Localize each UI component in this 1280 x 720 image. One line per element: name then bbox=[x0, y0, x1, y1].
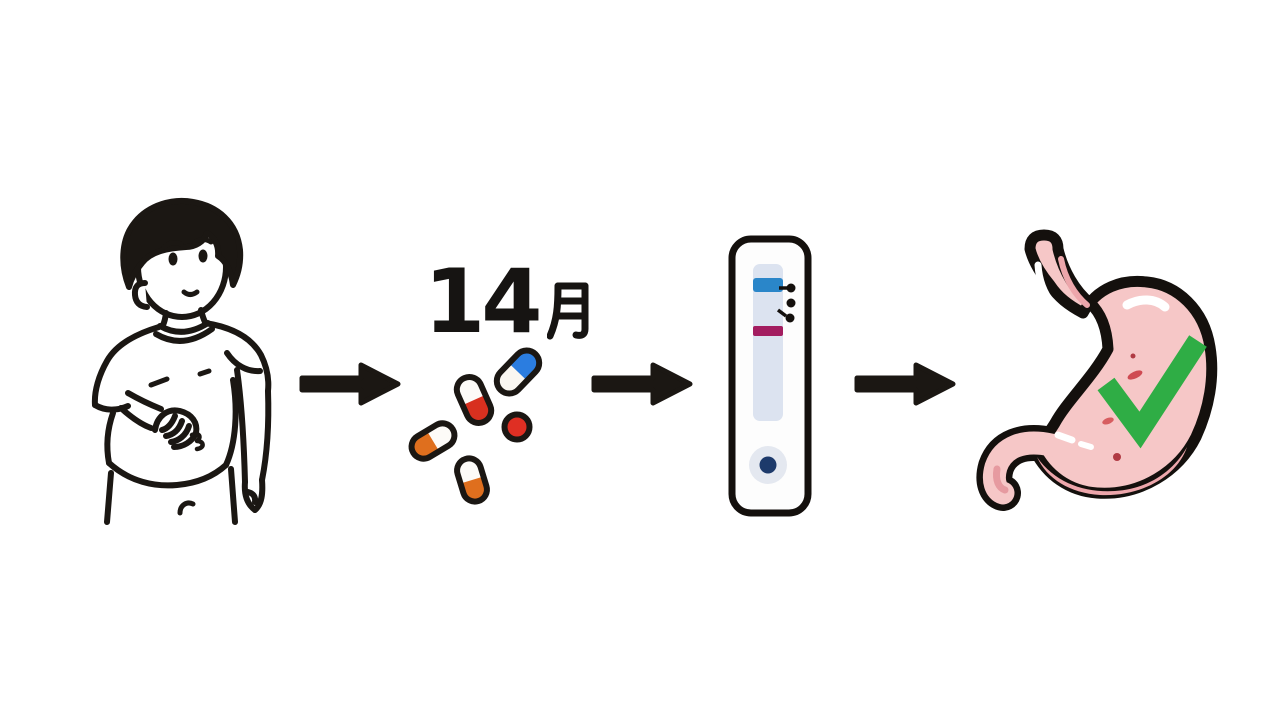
stomach-checkmark-icon bbox=[965, 225, 1235, 515]
treatment-duration: 14 bbox=[424, 258, 593, 346]
spots bbox=[1102, 353, 1143, 461]
test-strip bbox=[753, 264, 783, 421]
duration-number: 14 bbox=[424, 250, 542, 353]
capsule-blue-white-icon bbox=[493, 347, 543, 397]
capsule-red-white-icon bbox=[453, 373, 495, 427]
round-pill-red-icon bbox=[501, 411, 533, 443]
right-arrow-icon bbox=[853, 361, 957, 407]
right-arrow-icon bbox=[298, 361, 402, 407]
capsule-orange-white-icon bbox=[408, 420, 458, 462]
stomach-shading bbox=[1037, 447, 1187, 496]
kanji-month-glyph bbox=[547, 280, 593, 342]
highlights bbox=[1034, 261, 1170, 450]
person-holding-belly-icon bbox=[85, 195, 275, 525]
checkmark-icon bbox=[1097, 335, 1207, 449]
line-markers bbox=[776, 283, 796, 323]
control-line bbox=[753, 278, 783, 292]
right-arrow-icon bbox=[590, 361, 694, 407]
test-line bbox=[753, 326, 783, 336]
sample-well-center bbox=[759, 456, 777, 474]
test-cassette-icon bbox=[725, 233, 815, 521]
capsule-orange-white-icon bbox=[454, 455, 490, 505]
pills-cluster bbox=[400, 340, 550, 510]
person-figure bbox=[91, 197, 272, 525]
